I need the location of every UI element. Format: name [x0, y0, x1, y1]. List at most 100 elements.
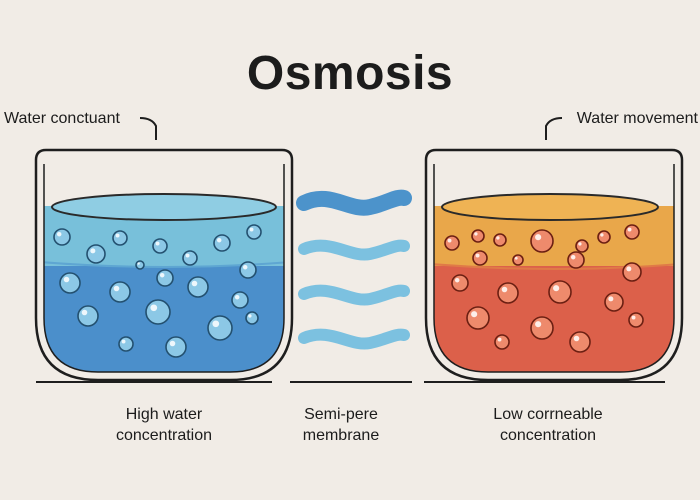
bubble	[444, 235, 460, 251]
bubble	[165, 336, 187, 358]
bubble	[145, 299, 171, 325]
bubble-highlight	[242, 264, 248, 270]
bubble	[187, 276, 209, 298]
bubble-highlight	[113, 285, 120, 292]
bubble	[471, 229, 485, 243]
bubble	[112, 230, 128, 246]
bubble-highlight	[249, 227, 254, 232]
bubble-highlight	[631, 315, 636, 320]
left-caption-line: High water	[125, 406, 203, 423]
right-caption-line: Low corrneable	[493, 406, 603, 423]
membrane-wave-icon	[296, 189, 412, 350]
bubble-highlight	[169, 340, 176, 347]
left-bubbles	[53, 224, 262, 358]
right-beaker-outline	[424, 148, 684, 382]
membrane-wave	[298, 284, 410, 306]
membrane-caption-line: membrane	[302, 427, 380, 444]
bubble-highlight	[454, 277, 460, 283]
bubble	[497, 282, 519, 304]
bubble	[77, 305, 99, 327]
bubble	[493, 233, 507, 247]
bubble	[239, 261, 257, 279]
bubble	[246, 224, 262, 240]
bubble-highlight	[496, 236, 500, 240]
left-caption-line: concentration	[115, 427, 213, 444]
bubble	[597, 230, 611, 244]
bubble-highlight	[514, 256, 518, 260]
bubble	[118, 336, 134, 352]
bubble	[156, 269, 174, 287]
bubble	[152, 238, 168, 254]
left-callout-bracket	[139, 117, 157, 140]
bubble-highlight	[475, 253, 480, 258]
bubble-highlight	[578, 242, 582, 246]
bubble	[622, 262, 642, 282]
bubble-highlight	[234, 294, 240, 300]
bubble	[530, 229, 554, 253]
bubble-highlight	[150, 304, 158, 312]
bubble	[86, 244, 106, 264]
bubble	[512, 254, 524, 266]
page-title: Osmosis	[246, 47, 454, 100]
bubble	[53, 228, 71, 246]
left-solution-surface	[51, 193, 277, 221]
right-callout-bracket	[545, 117, 563, 140]
bubble-highlight	[497, 337, 502, 342]
bubble-highlight	[608, 296, 614, 302]
membrane-wave-top	[296, 189, 412, 216]
bubble-highlight	[535, 321, 542, 328]
bubble	[567, 251, 585, 269]
left-beaker-outline	[34, 148, 294, 382]
bubble	[628, 312, 644, 328]
bubble	[182, 250, 198, 266]
bubble	[213, 234, 231, 252]
bubble-highlight	[627, 227, 632, 232]
bubble-highlight	[90, 248, 96, 254]
left-callout-label: Water conctuant	[4, 110, 120, 127]
bubble	[472, 250, 488, 266]
membrane-wave	[298, 239, 410, 261]
right-bubbles	[444, 224, 644, 353]
bubble	[548, 280, 572, 304]
bubble-highlight	[570, 254, 576, 260]
bubble	[59, 272, 81, 294]
bubble	[624, 224, 640, 240]
bubble-highlight	[121, 339, 126, 344]
right-beaker-icon	[424, 148, 684, 382]
bubble-highlight	[63, 276, 70, 283]
right-callout-label: Water movement	[576, 110, 698, 127]
bubble-highlight	[81, 309, 88, 316]
bubble-highlight	[185, 253, 190, 258]
bubble	[135, 260, 145, 270]
membrane-caption-line: Semi-pere	[304, 406, 378, 423]
bubble	[451, 274, 469, 292]
right-solution-surface	[441, 193, 659, 221]
bubble	[604, 292, 624, 312]
right-caption-line: concentration	[499, 427, 597, 444]
bubble-highlight	[248, 314, 252, 318]
bubble	[530, 316, 554, 340]
bubble-highlight	[474, 232, 478, 236]
bubble-highlight	[626, 266, 632, 272]
bubble-highlight	[212, 320, 220, 328]
bubble-highlight	[535, 234, 542, 241]
bubble	[569, 331, 591, 353]
left-caption: High water concentration	[74, 404, 254, 446]
bubble-highlight	[56, 231, 62, 237]
bubble-highlight	[216, 237, 222, 243]
bubble-highlight	[501, 286, 508, 293]
bubble	[231, 291, 249, 309]
bubble-highlight	[137, 262, 140, 265]
bubble	[207, 315, 233, 341]
bubble-highlight	[115, 233, 120, 238]
bubble	[494, 334, 510, 350]
left-beaker-icon	[34, 148, 294, 382]
bubble-highlight	[553, 285, 560, 292]
bubble	[575, 239, 589, 253]
right-caption: Low corrneable concentration	[458, 404, 638, 446]
membrane-wave	[298, 328, 410, 350]
membrane-caption: Semi-pere membrane	[251, 404, 431, 446]
bubble-highlight	[159, 272, 165, 278]
bubble	[466, 306, 490, 330]
